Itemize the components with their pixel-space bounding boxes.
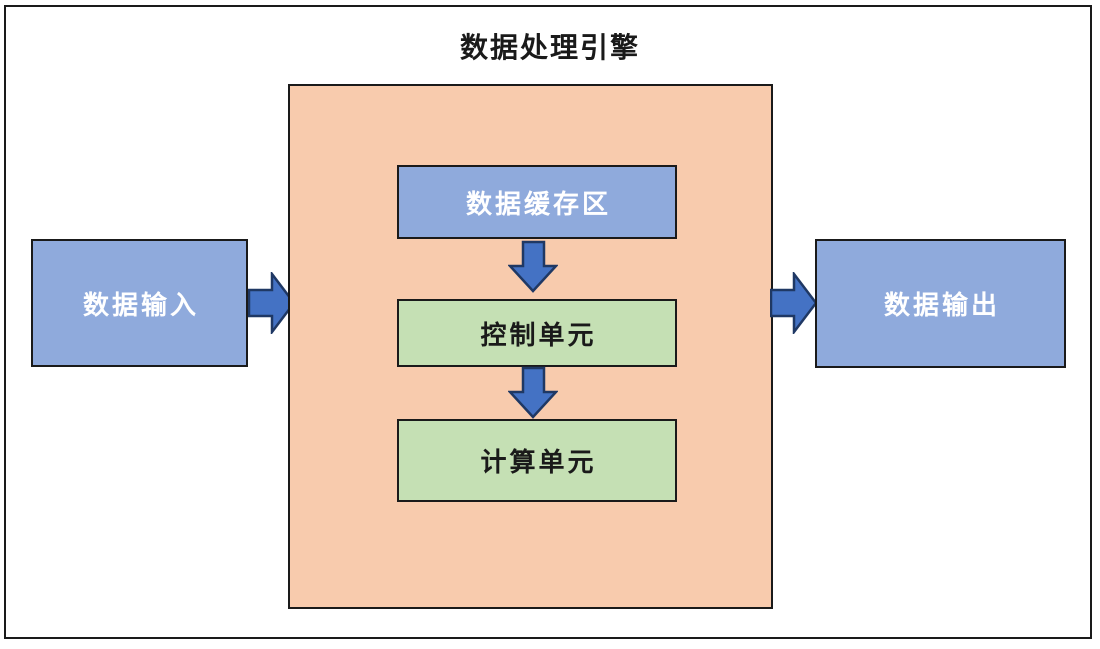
arrow-engine-to-output xyxy=(770,272,818,334)
arrow-down-1-shape xyxy=(508,240,558,293)
data-buffer-node: 数据缓存区 xyxy=(397,165,677,239)
data-buffer-label: 数据缓存区 xyxy=(465,188,611,219)
compute-unit-node: 计算单元 xyxy=(397,419,677,502)
arrow-output-shape xyxy=(770,272,818,334)
arrow-input-to-engine xyxy=(248,272,296,334)
arrow-input-shape xyxy=(248,272,296,334)
arrow-control-to-compute xyxy=(508,366,558,419)
arrow-buffer-to-control xyxy=(508,240,558,293)
control-unit-label: 控制单元 xyxy=(480,319,597,350)
data-output-label: 数据输出 xyxy=(883,290,1000,320)
diagram-title: 数据处理引擎 xyxy=(459,32,640,63)
arrow-down-2-shape xyxy=(508,366,558,419)
control-unit-node: 控制单元 xyxy=(397,299,677,367)
data-output-node: 数据输出 xyxy=(815,239,1066,368)
compute-unit-label: 计算单元 xyxy=(480,447,597,477)
data-input-node: 数据输入 xyxy=(31,239,248,367)
data-input-label: 数据输入 xyxy=(82,289,199,320)
